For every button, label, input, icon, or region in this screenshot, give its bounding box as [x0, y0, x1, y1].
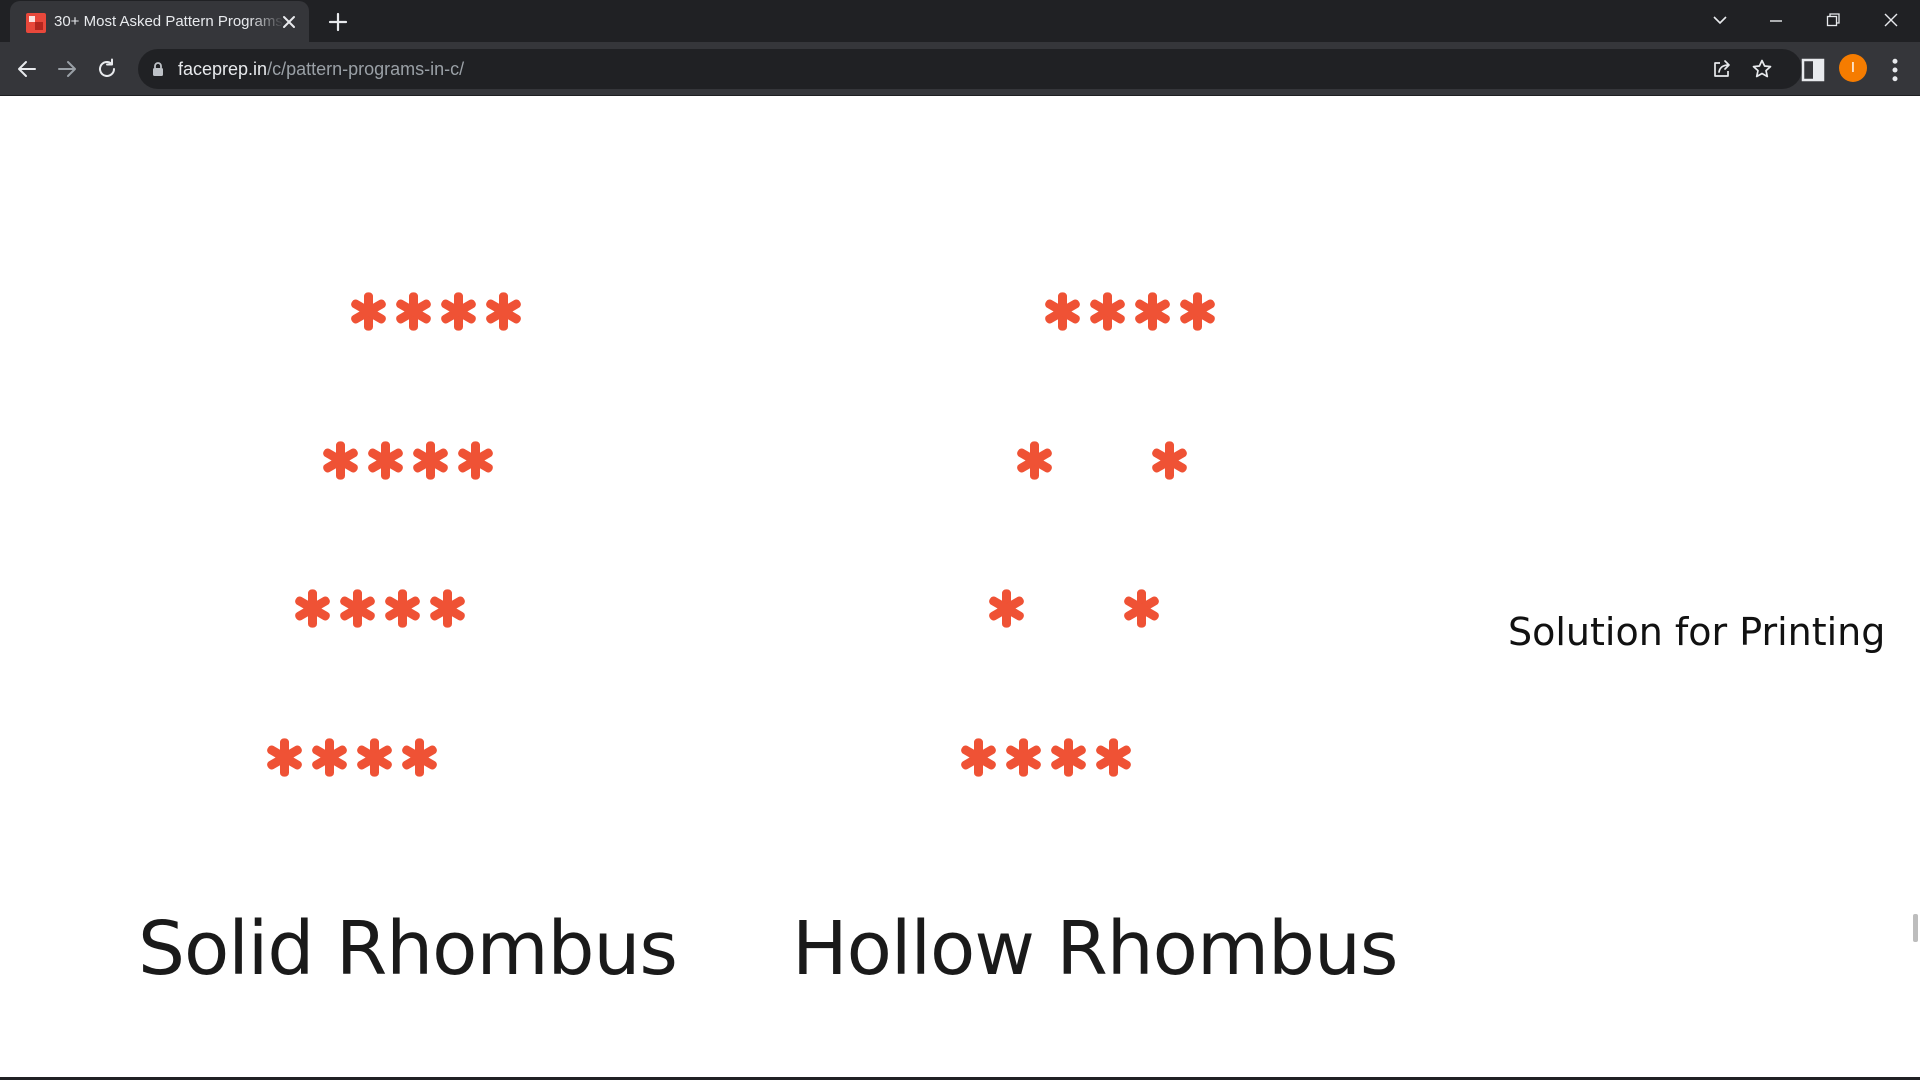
hollow-rhombus-row: [984, 586, 1164, 631]
minimize-window-icon[interactable]: [1760, 6, 1792, 34]
asterisk-icon: [1017, 441, 1052, 480]
forward-arrow-icon: [58, 61, 76, 77]
reload-icon: [99, 58, 115, 77]
asterisk-icon: [413, 441, 448, 480]
asterisk-icon: [1152, 441, 1187, 480]
reload-button[interactable]: [92, 54, 122, 84]
page-content: Solid Rhombus Hollow Rhombus Solution fo…: [0, 96, 1920, 1080]
back-arrow-icon: [18, 61, 36, 77]
solid-rhombus-row: [318, 438, 498, 483]
asterisk-icon: [351, 292, 386, 331]
asterisk-icon: [486, 292, 521, 331]
asterisk-icon: [458, 441, 493, 480]
tab-strip: 30+ Most Asked Pattern Programs in C: [0, 0, 1920, 42]
restore-window-icon[interactable]: [1817, 6, 1849, 34]
url-domain: faceprep.in: [178, 59, 268, 79]
asterisk-icon: [1180, 292, 1215, 331]
asterisk-icon: [1124, 589, 1159, 628]
asterisk-icon: [340, 589, 375, 628]
asterisk-icon: [1006, 738, 1041, 777]
side-panel-icon[interactable]: [1798, 55, 1828, 85]
asterisk-icon: [430, 589, 465, 628]
solid-rhombus-label: Solid Rhombus: [138, 906, 678, 992]
asterisk-icon: [267, 738, 302, 777]
new-tab-plus-icon[interactable]: [326, 10, 350, 34]
url-path: /c/pattern-programs-in-c/: [267, 59, 465, 79]
profile-avatar[interactable]: I: [1839, 54, 1867, 82]
hollow-rhombus-label: Hollow Rhombus: [792, 906, 1398, 992]
solid-rhombus-row: [262, 735, 442, 780]
browser-toolbar: faceprep.in/c/pattern-programs-in-c/ I: [0, 42, 1920, 96]
asterisk-icon: [396, 292, 431, 331]
asterisk-icon: [441, 292, 476, 331]
asterisk-icon: [1045, 292, 1080, 331]
bookmark-star-icon[interactable]: [1750, 57, 1774, 81]
asterisk-icon: [1135, 292, 1170, 331]
address-bar[interactable]: faceprep.in/c/pattern-programs-in-c/: [138, 49, 1802, 89]
hollow-rhombus-row: [1040, 289, 1220, 334]
faceprep-favicon-icon: [26, 13, 46, 33]
asterisk-icon: [312, 738, 347, 777]
active-tab[interactable]: 30+ Most Asked Pattern Programs in C: [10, 1, 309, 42]
share-icon[interactable]: [1710, 57, 1734, 81]
tab-title: 30+ Most Asked Pattern Programs in C: [54, 13, 284, 30]
scrollbar-thumb[interactable]: [1913, 914, 1918, 942]
bottom-border: [0, 1077, 1920, 1080]
asterisk-icon: [295, 589, 330, 628]
solid-rhombus-row: [290, 586, 470, 631]
asterisk-icon: [961, 738, 996, 777]
forward-button[interactable]: [52, 54, 82, 84]
asterisk-icon: [368, 441, 403, 480]
asterisk-icon: [323, 441, 358, 480]
close-window-icon[interactable]: [1875, 6, 1907, 34]
more-menu-icon[interactable]: [1880, 55, 1910, 85]
asterisk-icon: [1090, 292, 1125, 331]
asterisk-icon: [385, 589, 420, 628]
solid-rhombus-row: [346, 289, 526, 334]
hollow-rhombus-row: [1012, 438, 1192, 483]
lock-icon[interactable]: [150, 61, 166, 77]
asterisk-icon: [357, 738, 392, 777]
close-tab-icon[interactable]: [280, 13, 298, 31]
hollow-rhombus-row: [956, 735, 1136, 780]
solution-heading: Solution for Printing: [1508, 610, 1886, 654]
asterisk-icon: [1051, 738, 1086, 777]
asterisk-icon: [402, 738, 437, 777]
back-button[interactable]: [12, 54, 42, 84]
asterisk-icon: [989, 589, 1024, 628]
asterisk-icon: [1096, 738, 1131, 777]
url-text[interactable]: faceprep.in/c/pattern-programs-in-c/: [178, 59, 464, 79]
tab-search-dropdown-icon[interactable]: [1704, 6, 1736, 34]
